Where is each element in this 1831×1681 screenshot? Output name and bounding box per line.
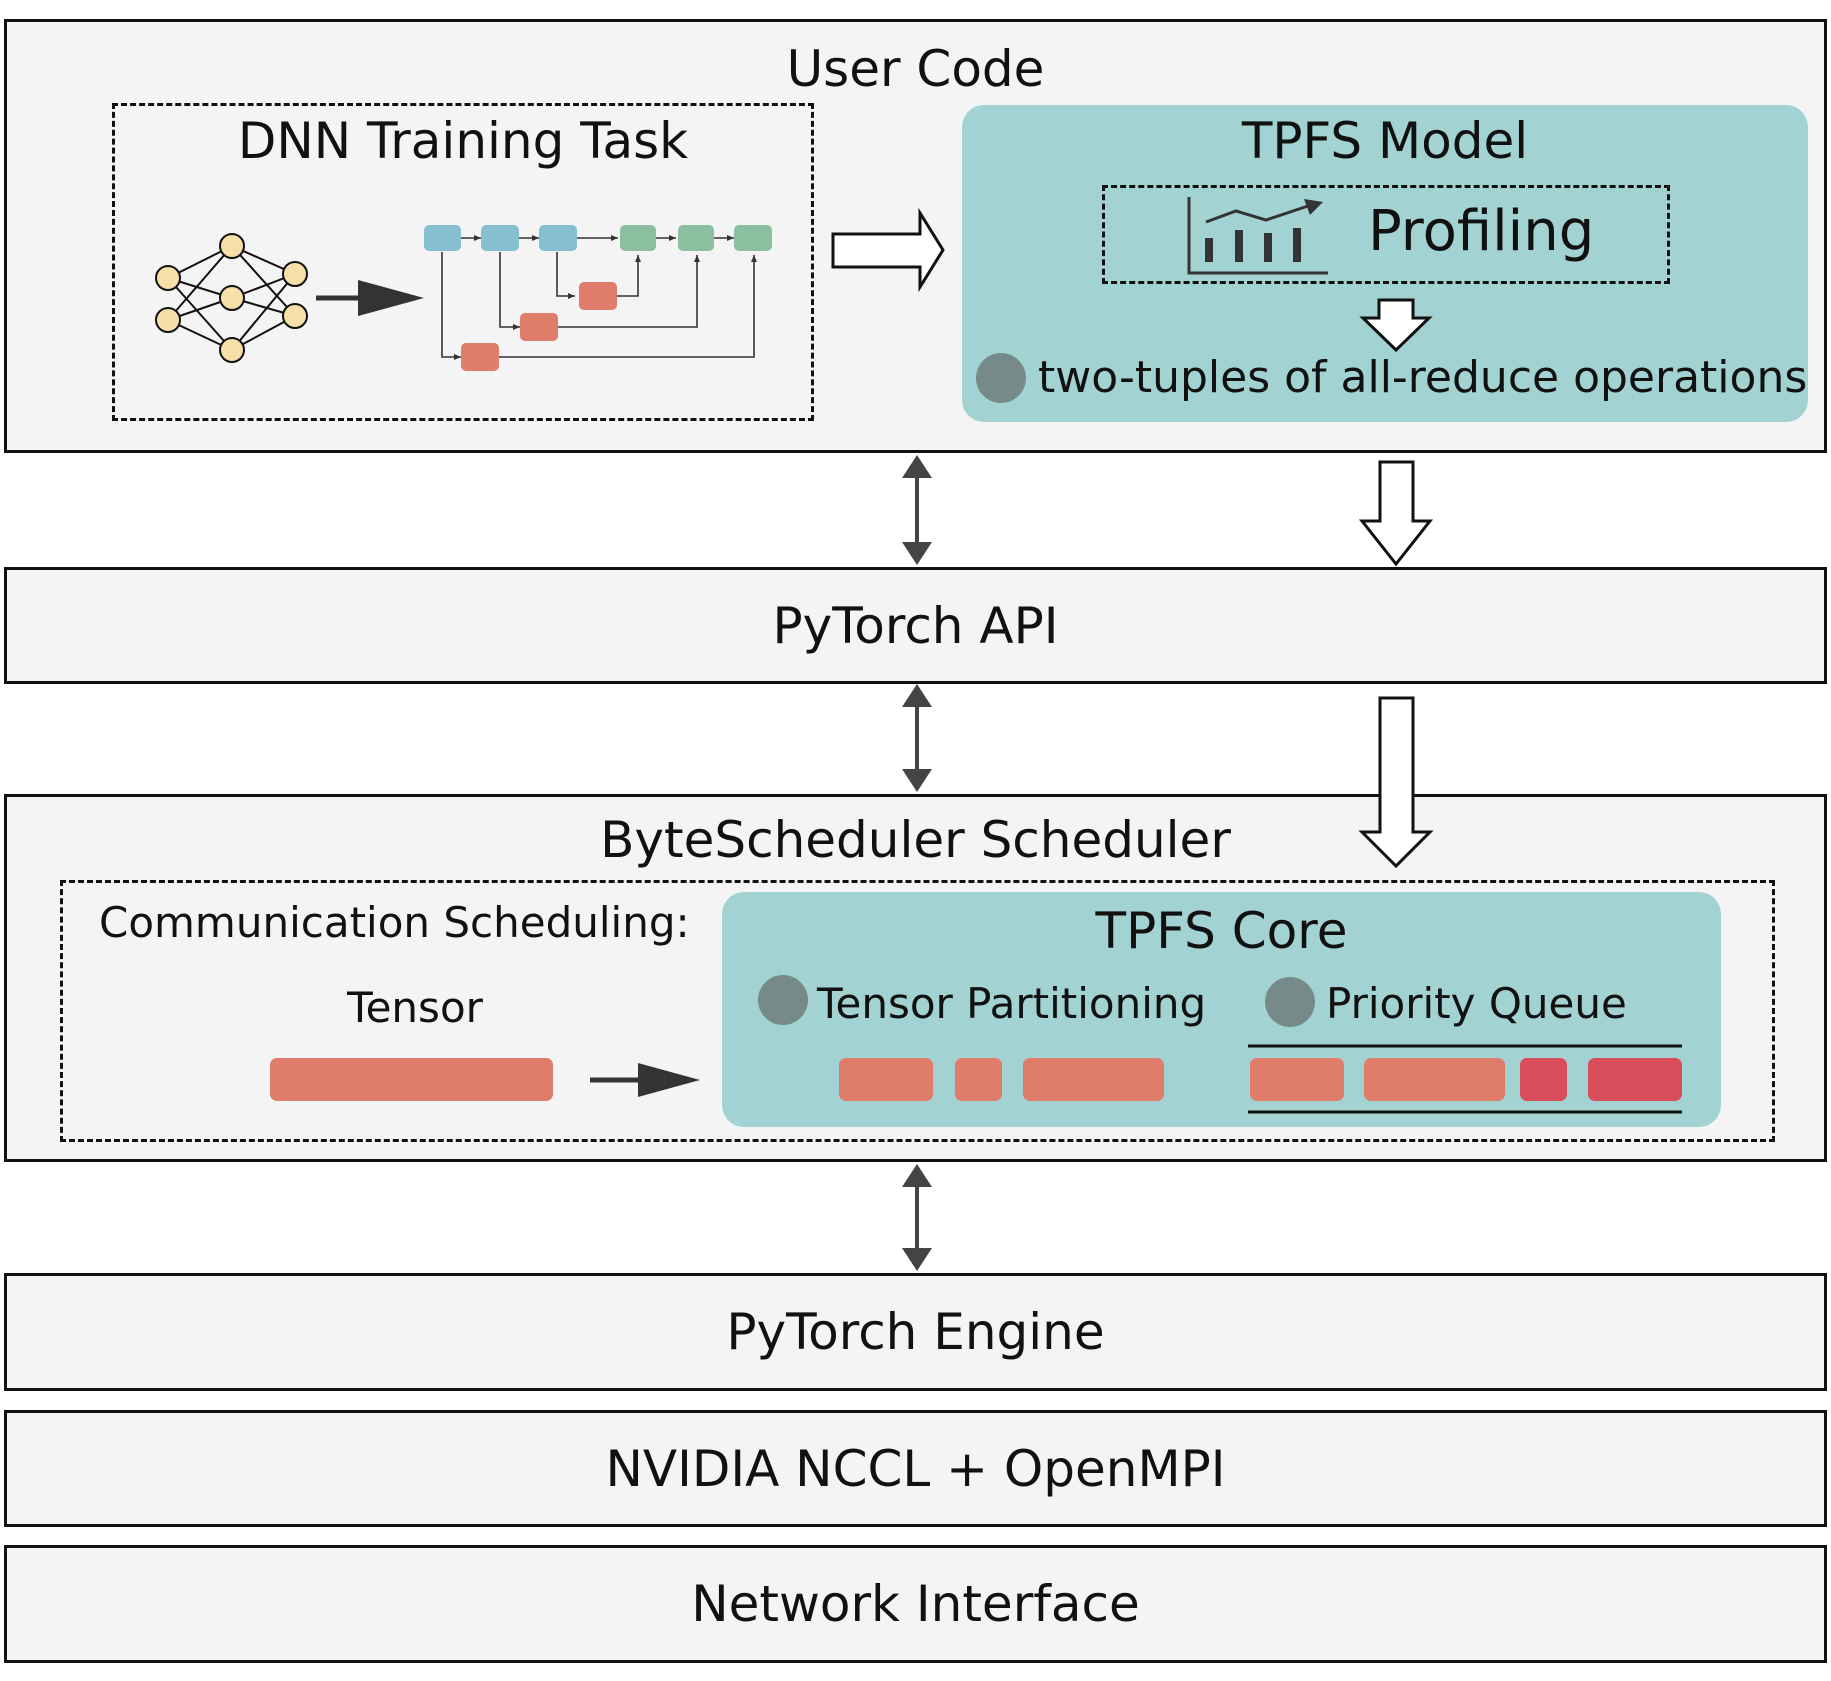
nccl-openmpi-layer: NVIDIA NCCL + OpenMPI bbox=[4, 1410, 1827, 1527]
computation-graph-icon bbox=[424, 225, 772, 371]
dnn-training-task-title: DNN Training Task bbox=[237, 112, 689, 170]
neural-network-icon bbox=[155, 233, 308, 363]
pytorch-engine-layer: PyTorch Engine bbox=[4, 1273, 1827, 1391]
communication-scheduling-label: Communication Scheduling: bbox=[99, 898, 690, 947]
user-code-title: User Code bbox=[786, 40, 1045, 98]
two-tuples-label: two-tuples of all-reduce operations bbox=[1038, 352, 1808, 403]
tensor-partitioning-label: Tensor Partitioning bbox=[817, 979, 1207, 1028]
pytorch-api-layer: PyTorch API bbox=[4, 567, 1827, 684]
profiling-box bbox=[1102, 185, 1670, 284]
network-interface-label: Network Interface bbox=[691, 1575, 1140, 1633]
nccl-openmpi-label: NVIDIA NCCL + OpenMPI bbox=[605, 1439, 1226, 1498]
partition-block bbox=[839, 1058, 933, 1101]
partition-block bbox=[1023, 1058, 1164, 1101]
nn-to-graph-arrow bbox=[316, 280, 424, 316]
profiling-down-arrow bbox=[1359, 298, 1433, 353]
queue-block-high-priority bbox=[1520, 1058, 1567, 1101]
dnn-training-task-box bbox=[112, 103, 814, 421]
two-tuples-bullet bbox=[976, 353, 1026, 403]
communication-scheduling-box bbox=[60, 880, 1775, 1142]
model-to-api-flow-arrow bbox=[1358, 460, 1434, 567]
profiling-label: Profiling bbox=[1368, 199, 1595, 264]
queue-block bbox=[1250, 1058, 1344, 1101]
bytescheduler-title: ByteScheduler Scheduler bbox=[600, 811, 1231, 869]
tensor-label: Tensor bbox=[347, 983, 483, 1032]
partition-block bbox=[955, 1058, 1002, 1101]
tensor-partitioning-bullet bbox=[758, 975, 808, 1025]
priority-queue-label: Priority Queue bbox=[1326, 979, 1627, 1028]
tpfs-model-title: TPFS Model bbox=[1241, 112, 1529, 170]
queue-block-high-priority bbox=[1588, 1058, 1682, 1101]
tensor-to-core-arrow bbox=[590, 1063, 700, 1097]
api-to-core-flow-arrow bbox=[1358, 696, 1434, 869]
pytorch-api-label: PyTorch API bbox=[772, 596, 1059, 655]
scheduler-engine-double-arrow bbox=[902, 1164, 932, 1271]
profiling-chart-icon bbox=[1187, 197, 1328, 275]
pytorch-engine-label: PyTorch Engine bbox=[726, 1303, 1105, 1361]
tensor-block bbox=[270, 1058, 553, 1101]
task-to-model-arrow bbox=[831, 207, 945, 293]
queue-block bbox=[1364, 1058, 1505, 1101]
user-code-api-double-arrow bbox=[902, 455, 932, 565]
network-interface-layer: Network Interface bbox=[4, 1545, 1827, 1663]
api-scheduler-double-arrow bbox=[902, 684, 932, 792]
priority-queue-bullet bbox=[1265, 977, 1315, 1027]
tpfs-core-title: TPFS Core bbox=[1095, 902, 1348, 960]
